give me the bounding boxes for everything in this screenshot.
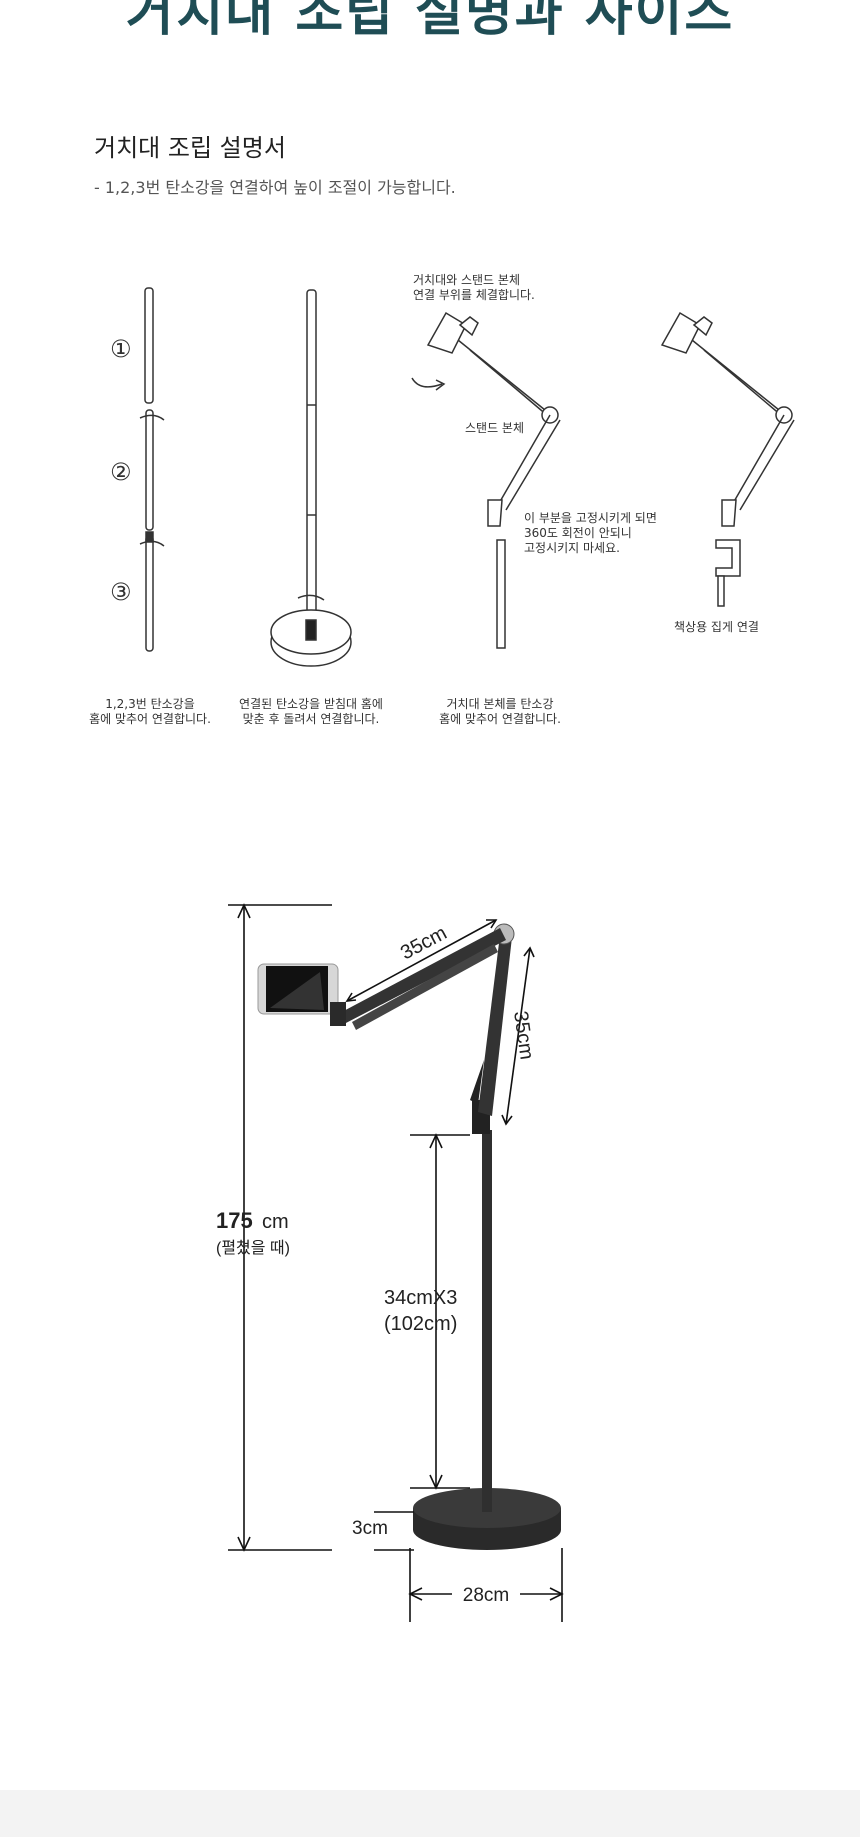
caption-3-line1: 거치대 본체를 탄소강 bbox=[447, 697, 554, 711]
size-stand-drawing bbox=[257, 923, 561, 1550]
assembly-subtitle: - 1,2,3번 탄소강을 연결하여 높이 조절이 가능합니다. bbox=[94, 178, 456, 197]
callout-mount-joint-2: 연결 부위를 체결합니다. bbox=[413, 288, 535, 302]
caption-2-line1: 연결된 탄소강을 받침대 홈에 bbox=[239, 697, 383, 711]
base-width: 28cm bbox=[463, 1585, 509, 1606]
step4-arm-clamp bbox=[660, 311, 795, 607]
base-height: 3cm bbox=[352, 1518, 388, 1539]
callout-stand-body: 스탠드 본체 bbox=[465, 421, 524, 435]
caption-1-line2: 홈에 맞추어 연결합니다. bbox=[89, 712, 211, 726]
callout-mount-joint-1: 거치대와 스탠드 본체 bbox=[413, 273, 520, 287]
arm-upper-length: 35cm bbox=[397, 922, 451, 964]
total-height-value: 175 bbox=[216, 1208, 253, 1233]
caption-1-line1: 1,2,3번 탄소강을 bbox=[105, 697, 195, 711]
marker-1: ① bbox=[110, 335, 132, 363]
step1-poles bbox=[139, 287, 165, 652]
marker-2: ② bbox=[110, 458, 132, 486]
pole-total-length: (102cm) bbox=[384, 1313, 457, 1335]
size-dimension-lines bbox=[228, 903, 564, 1622]
step3-arm-mount bbox=[411, 311, 561, 649]
caption-2-line2: 맞춘 후 돌려서 연결합니다. bbox=[243, 712, 380, 726]
footer-band bbox=[0, 1790, 860, 1837]
marker-3: ③ bbox=[110, 578, 132, 606]
total-height-note: (펼쳤을 때) bbox=[216, 1239, 290, 1257]
assembly-title: 거치대 조립 설명서 bbox=[94, 134, 286, 162]
callout-lock-note-1: 이 부분을 고정시키게 되면 bbox=[524, 511, 657, 525]
total-height-unit: cm bbox=[262, 1211, 289, 1233]
pole-length: 34cmX3 bbox=[384, 1287, 457, 1309]
step-captions: 1,2,3번 탄소강을 홈에 맞추어 연결합니다. 연결된 탄소강을 받침대 홈… bbox=[89, 697, 561, 726]
caption-3-line2: 홈에 맞추어 연결합니다. bbox=[439, 712, 561, 726]
assembly-and-size-diagram: ① ② ③ 거치대와 스탠드 본체 연결 부위를 체결합니다. 스탠드 본체 이… bbox=[89, 273, 795, 1622]
callout-lock-note-3: 고정시키지 마세요. bbox=[524, 541, 620, 555]
arm-lower-length: 35cm bbox=[509, 1010, 538, 1061]
callout-lock-note-2: 360도 회전이 안되니 bbox=[524, 526, 632, 540]
callout-clamp: 책상용 집게 연결 bbox=[674, 619, 759, 634]
step2-pole-on-base bbox=[270, 289, 352, 667]
page-title: 거치대 조립 설명과 사이즈 bbox=[125, 0, 735, 43]
